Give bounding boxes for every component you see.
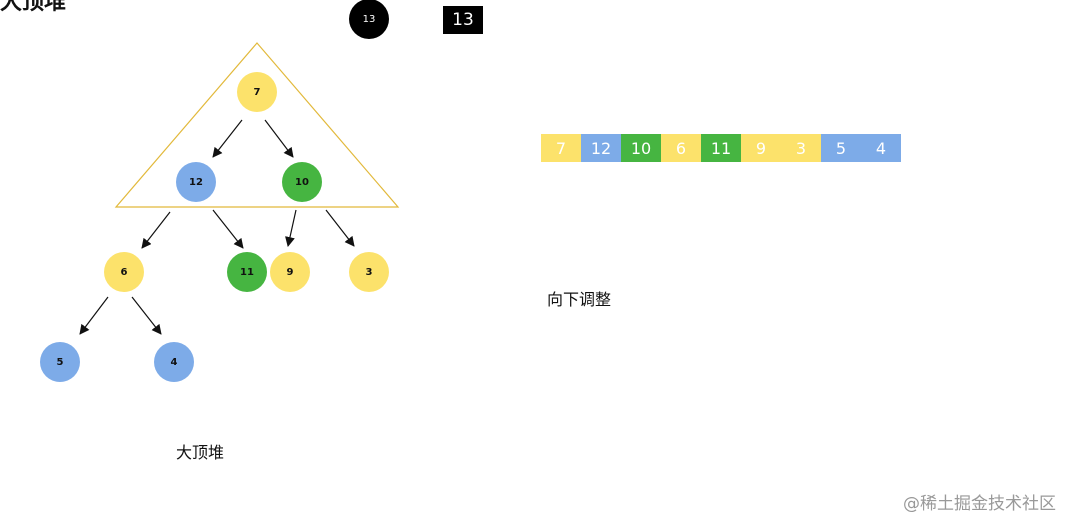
tree-node: 5	[40, 342, 80, 382]
node-value: 3	[365, 266, 373, 278]
node-value: 11	[240, 266, 254, 278]
array-cell: 12	[581, 134, 621, 162]
tree-node-root: 7	[237, 72, 277, 112]
edge-arrow	[141, 211, 171, 249]
array-caption: 向下调整	[547, 290, 612, 309]
edge-arrow	[212, 119, 243, 158]
edge-arrow	[285, 209, 297, 247]
array-cell: 5	[821, 134, 861, 162]
array-cell: 3	[781, 134, 821, 162]
tree-node: 9	[270, 252, 310, 292]
node-value: 6	[120, 266, 128, 278]
node-value: 13	[452, 10, 474, 30]
node-value: 9	[286, 266, 294, 278]
array-cell: 6	[661, 134, 701, 162]
edge-arrow	[264, 119, 294, 158]
edge-arrow	[212, 209, 244, 249]
subtree-triangle	[114, 42, 400, 208]
cell-value: 11	[710, 138, 732, 158]
cell-value: 3	[795, 138, 807, 158]
array-cell: 7	[541, 134, 581, 162]
cell-value: 5	[835, 138, 847, 158]
floating-square-node: 13	[443, 6, 483, 34]
node-value: 10	[295, 176, 309, 188]
array-cell: 9	[741, 134, 781, 162]
tree-node: 12	[176, 162, 216, 202]
cell-value: 12	[590, 138, 612, 158]
cell-value: 6	[675, 138, 687, 158]
tree-node: 6	[104, 252, 144, 292]
edge-arrow	[79, 296, 109, 335]
array-cell: 11	[701, 134, 741, 162]
node-value: 4	[170, 356, 178, 368]
tree-node: 4	[154, 342, 194, 382]
tree-node: 3	[349, 252, 389, 292]
cell-value: 4	[875, 138, 887, 158]
array-cell: 10	[621, 134, 661, 162]
watermark-text: @稀土掘金技术社区	[903, 494, 1056, 514]
edge-arrow	[131, 296, 162, 335]
node-value: 13	[362, 13, 376, 25]
floating-circle-node: 13	[349, 0, 389, 39]
tree-node: 10	[282, 162, 322, 202]
node-value: 7	[253, 86, 261, 98]
cell-value: 10	[630, 138, 652, 158]
page-title-cut: 大顶堆	[0, 0, 67, 15]
cell-value: 9	[755, 138, 767, 158]
node-value: 5	[56, 356, 64, 368]
node-value: 12	[189, 176, 203, 188]
tree-caption: 大顶堆	[176, 443, 225, 462]
cell-value: 7	[555, 138, 567, 158]
array-cell: 4	[861, 134, 901, 162]
edge-arrow	[325, 209, 355, 247]
tree-node: 11	[227, 252, 267, 292]
